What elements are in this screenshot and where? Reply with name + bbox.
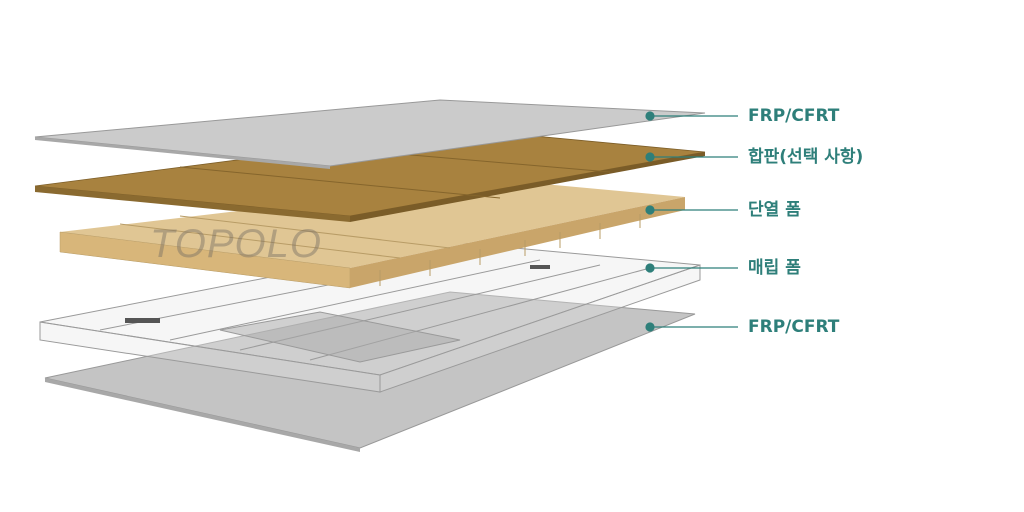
label-insulation-foam: 단열 폼 [748,200,801,220]
embedded-foam-frame [39,241,701,393]
insulation-foam [59,180,685,289]
label-plywood: 합판(선택 사항) [748,147,864,167]
leader-lines [645,111,738,332]
top-frp-sheet [34,99,706,169]
plywood-sheet [34,129,706,222]
label-embedded-foam: 매립 폼 [748,258,801,278]
label-bottom-frp: FRP/CFRT [748,317,840,337]
watermark-logo: TOPOLO [150,222,322,266]
label-top-frp: FRP/CFRT [748,106,840,126]
